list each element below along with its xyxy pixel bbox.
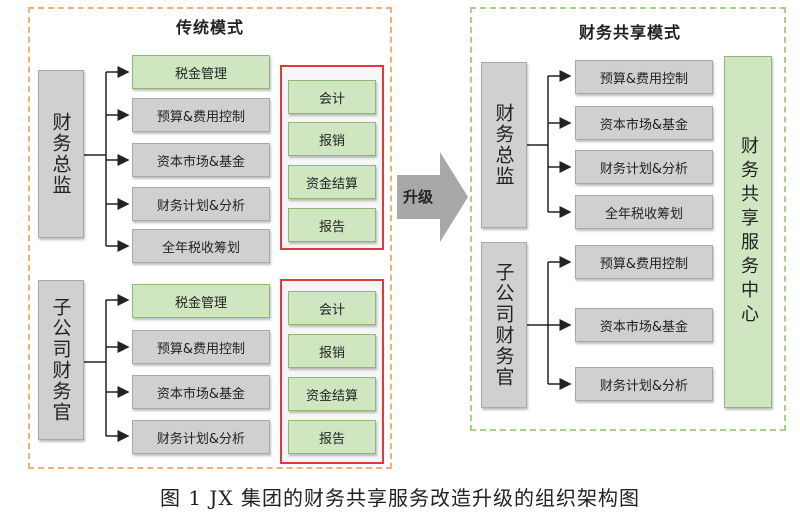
shared-cfo-item: 预算&费用控制	[575, 60, 713, 94]
shared-sub-box: 子公司财务官	[481, 242, 527, 408]
traditional-sub-box: 子公司财务官	[38, 280, 84, 440]
traditional-cfo-item: 全年税收筹划	[132, 229, 270, 263]
traditional-sub-op: 资金结算	[288, 377, 376, 411]
shared-cfo-item: 资本市场&基金	[575, 106, 713, 140]
shared-panel	[470, 7, 786, 431]
traditional-cfo-box: 财务总监	[38, 70, 84, 238]
shared-title: 财务共享模式	[578, 23, 681, 42]
shared-service-center: 财务共享服务中心	[724, 56, 772, 408]
shared-sub-item: 预算&费用控制	[575, 245, 713, 279]
figure-caption: 图 1 JX 集团的财务共享服务改造升级的组织架构图	[159, 486, 641, 510]
shared-cfo-box: 财务总监	[481, 62, 527, 228]
traditional-title: 传统模式	[175, 18, 244, 37]
traditional-cfo-op: 资金结算	[288, 165, 376, 199]
traditional-panel	[28, 7, 392, 469]
traditional-cfo-item: 预算&费用控制	[132, 98, 270, 132]
traditional-cfo-op: 会计	[288, 80, 376, 114]
traditional-sub-item: 预算&费用控制	[132, 330, 270, 364]
upgrade-arrow	[397, 152, 468, 242]
traditional-sub-item: 资本市场&基金	[132, 375, 270, 409]
shared-sub-item: 财务计划&分析	[575, 367, 713, 401]
traditional-sub-item: 财务计划&分析	[132, 420, 270, 454]
traditional-sub-item: 税金管理	[132, 284, 270, 318]
upgrade-label: 升级	[402, 188, 433, 206]
traditional-cfo-item: 资本市场&基金	[132, 143, 270, 177]
traditional-sub-op: 报告	[288, 420, 376, 454]
traditional-cfo-op: 报销	[288, 122, 376, 156]
traditional-sub-op: 报销	[288, 334, 376, 368]
traditional-cfo-item: 税金管理	[132, 55, 270, 89]
traditional-cfo-item: 财务计划&分析	[132, 187, 270, 221]
traditional-sub-op: 会计	[288, 291, 376, 325]
shared-cfo-item: 全年税收筹划	[575, 195, 713, 229]
traditional-cfo-op: 报告	[288, 208, 376, 242]
shared-sub-item: 资本市场&基金	[575, 308, 713, 342]
shared-cfo-item: 财务计划&分析	[575, 150, 713, 184]
